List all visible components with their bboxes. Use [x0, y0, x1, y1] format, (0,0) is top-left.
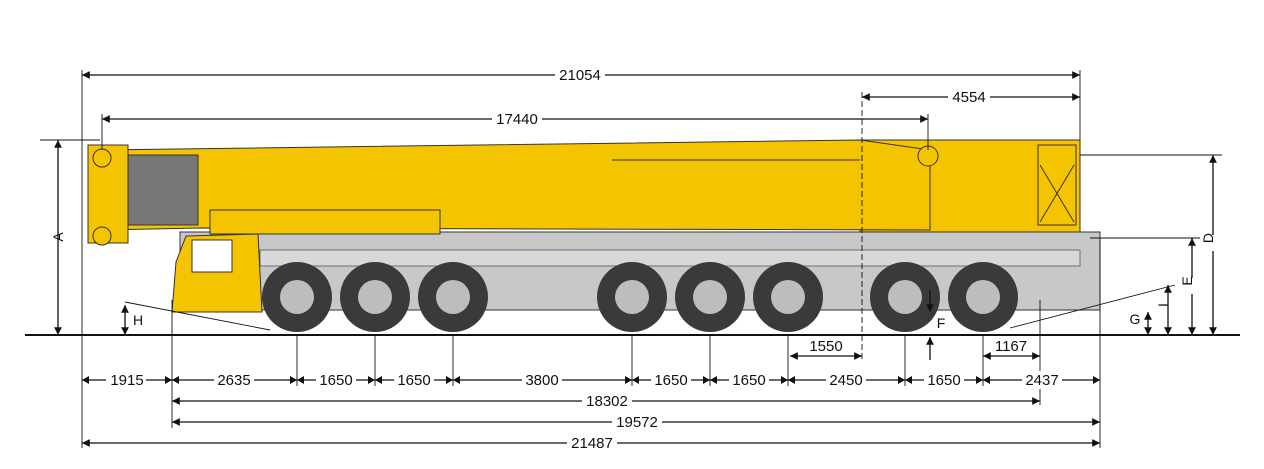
wheel [597, 262, 667, 332]
dim-axle-spacing: 1650 [319, 372, 352, 389]
extension-lines [40, 70, 1222, 448]
label-D: D [1200, 233, 1216, 243]
dim-wheelbase-total: 18302 [586, 393, 628, 410]
label-F: F [937, 315, 946, 331]
dim-axle-spacing: 3800 [525, 372, 558, 389]
label-A: A [50, 232, 66, 242]
wheel [948, 262, 1018, 332]
wheel [675, 262, 745, 332]
dim-overall-length-boom: 21054 [559, 67, 601, 84]
label-G: G [1130, 311, 1141, 327]
crane-illustration [87, 139, 1101, 332]
dim-axle-spacing: 2437 [1025, 372, 1058, 389]
dim-axle-spacing: 1650 [654, 372, 687, 389]
dim-axle-spacing: 1650 [397, 372, 430, 389]
wheel [753, 262, 823, 332]
wheel [870, 262, 940, 332]
dim-front-overhang: 1915 [110, 372, 143, 389]
dim-slew-center-offset: 1550 [809, 338, 842, 355]
wheel [418, 262, 488, 332]
label-H: H [133, 312, 143, 328]
wheel [340, 262, 410, 332]
label-E: E [1179, 276, 1195, 285]
dim-axle-spacing: 1650 [732, 372, 765, 389]
wheel [262, 262, 332, 332]
axle-spacing-row: 1915 2635 1650 1650 3800 1650 1650 2450 … [106, 371, 1062, 389]
dim-carrier-length: 19572 [616, 414, 658, 431]
dim-axle-spacing: 2450 [829, 372, 862, 389]
dim-overall-length: 21487 [571, 435, 613, 452]
dim-boom-length: 17440 [496, 111, 538, 128]
dim-rear-axle-offset: 1167 [995, 338, 1027, 355]
dim-axle-spacing: 2635 [217, 372, 250, 389]
label-I: I [1155, 303, 1171, 307]
dim-rear-overhang-super: 4554 [952, 89, 985, 106]
bottom-dimensions: 1550 1167 1915 2635 1650 1650 3800 1650 … [82, 338, 1100, 452]
dim-axle-spacing: 1650 [927, 372, 960, 389]
top-dimensions: 21054 4554 17440 [82, 66, 1080, 128]
height-dimensions: A D E I G H F [50, 139, 1221, 360]
wheels [262, 262, 1018, 332]
